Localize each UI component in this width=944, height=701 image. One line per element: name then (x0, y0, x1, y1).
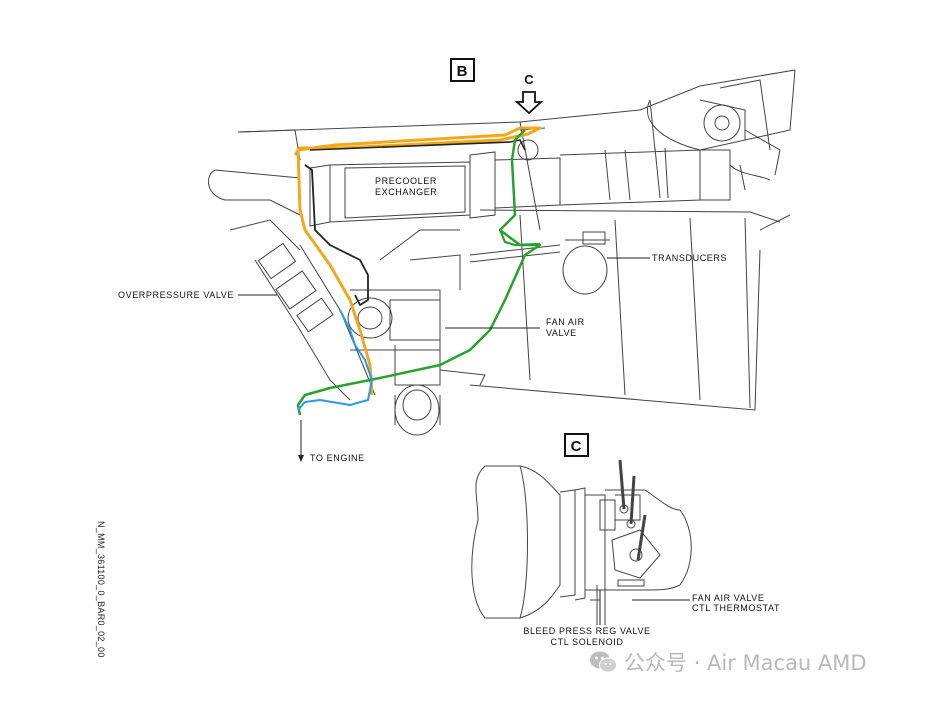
to-engine-label: TO ENGINE (310, 453, 365, 463)
black-line (304, 164, 369, 306)
view-c-arrow-label: C (524, 72, 534, 87)
green-line-upper (498, 229, 541, 247)
view-b-marker: B (450, 58, 475, 82)
watermark: 公众号 · Air Macau AMD (588, 647, 867, 677)
bleed-press-reg-valve-label-line1: BLEED PRESS REG VALVE (523, 626, 650, 636)
transducers-label: TRANSDUCERS (652, 253, 727, 263)
precooler-label-line1: PRECOOLER (375, 176, 437, 186)
detail-c-drawing (471, 459, 692, 625)
view-c-marker: C (564, 433, 589, 457)
view-c-arrow: C (514, 72, 544, 115)
view-c-label: C (571, 438, 582, 455)
fan-air-valve-label-line1: FAN AIR (546, 317, 585, 327)
fan-air-valve-label-line2: VALVE (546, 328, 577, 338)
ducting (207, 99, 771, 436)
precooler-label-line2: EXCHANGER (375, 187, 437, 197)
orange-line (293, 126, 542, 396)
fan-air-valve-thermostat-label-line2: CTL THERMOSTAT (692, 603, 780, 613)
bleed-press-reg-valve-label-line2: CTL SOLENOID (551, 637, 624, 647)
view-b-label: B (457, 63, 468, 80)
watermark-text: 公众号 · Air Macau AMD (624, 651, 867, 675)
to-engine-arrow (298, 420, 304, 462)
green-line (296, 129, 542, 416)
wechat-icon (590, 651, 617, 673)
overpressure-valve-label: OVERPRESSURE VALVE (118, 290, 234, 300)
pylon-structure (237, 69, 796, 411)
blue-line (297, 309, 373, 411)
fan-air-valve-thermostat-label-line1: FAN AIR VALVE (692, 593, 765, 603)
figure-reference: N_MM_361100_0_BAR0_02_00 (96, 521, 106, 658)
